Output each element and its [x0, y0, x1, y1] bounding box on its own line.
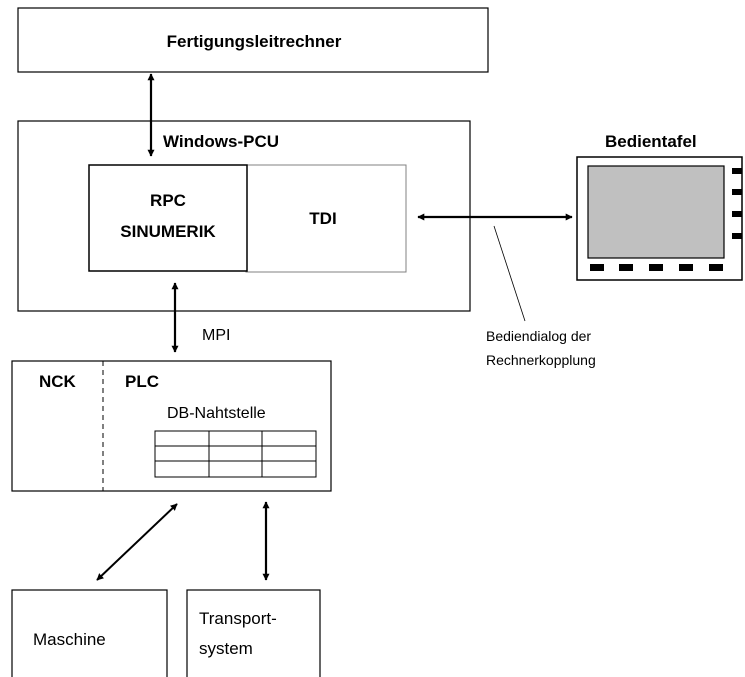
softkey-right-3	[732, 211, 742, 217]
rpc-sinumerik-box	[88, 164, 248, 272]
windows-pcu-label: Windows-PCU	[163, 132, 279, 151]
softkey-right-1	[732, 168, 742, 174]
db-nahtstelle-label: DB-Nahtstelle	[167, 405, 266, 422]
maschine-label: Maschine	[33, 630, 106, 649]
bedientafel-device	[576, 156, 743, 281]
bedientafel-label: Bedientafel	[605, 132, 697, 151]
arrow-plc-maschine	[96, 503, 178, 581]
softkey-right-2	[732, 189, 742, 195]
softkey-right-4	[732, 233, 742, 239]
bedientafel-screen	[587, 165, 725, 259]
bediendialog-label-2: Rechnerkopplung	[486, 352, 596, 368]
softkey-bottom-5	[709, 264, 723, 271]
fertigungsleitrechner-box	[17, 7, 489, 73]
tdi-box	[245, 164, 407, 273]
tdi-label: TDI	[309, 209, 336, 228]
sinumerik-label: SINUMERIK	[120, 222, 216, 241]
transportsystem-label-2: system	[199, 639, 253, 658]
db-table	[154, 430, 317, 478]
mpi-label: MPI	[202, 327, 230, 344]
bediendialog-callout-line	[493, 225, 526, 322]
rpc-label: RPC	[150, 191, 186, 210]
nck-plc-box	[11, 360, 332, 492]
transportsystem-box	[186, 589, 321, 677]
nck-label: NCK	[39, 372, 77, 391]
softkey-bottom-2	[619, 264, 633, 271]
softkey-bottom-1	[590, 264, 604, 271]
bediendialog-label-1: Bediendialog der	[486, 328, 591, 344]
fertigungsleitrechner-label: Fertigungsleitrechner	[167, 32, 342, 51]
plc-label: PLC	[125, 372, 159, 391]
softkey-bottom-3	[649, 264, 663, 271]
transportsystem-label-1: Transport-	[199, 609, 277, 628]
maschine-box	[11, 589, 168, 677]
softkey-bottom-4	[679, 264, 693, 271]
